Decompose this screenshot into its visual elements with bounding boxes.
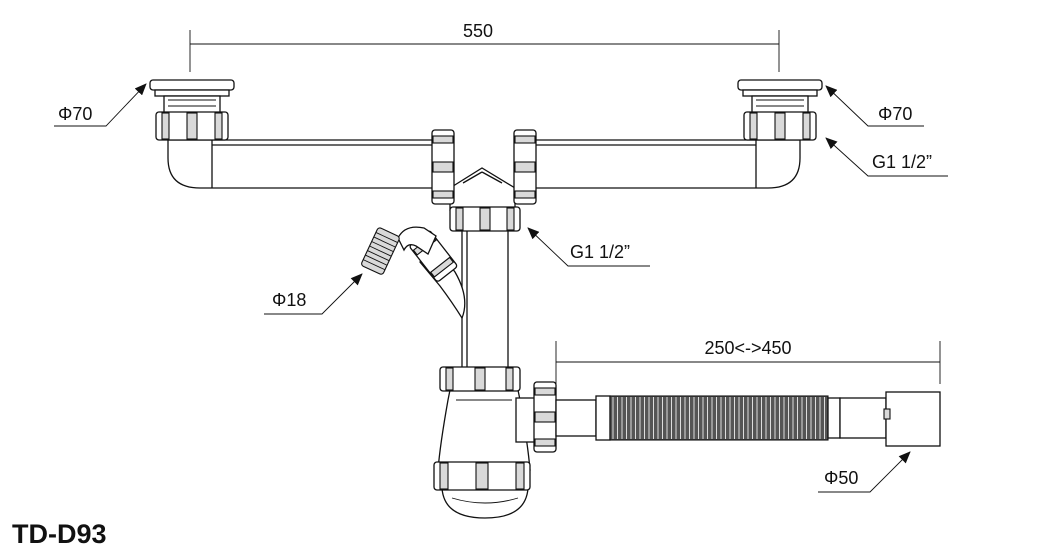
callout-hose-end-diameter-label: Φ50 (824, 468, 858, 488)
trap-bottom-nut (433, 461, 531, 491)
callout-right-nut-thread: G1 1/2” (825, 137, 948, 177)
model-name: TD-D93 (12, 519, 107, 549)
dimension-top-width: 550 (189, 21, 780, 72)
horizontal-collector-pipe (167, 139, 801, 189)
dimension-hose-length-label: 250<->450 (704, 338, 791, 358)
tee-left-nut (431, 129, 455, 205)
left-outlet-nut (155, 111, 229, 141)
callout-center-nut-thread-label: G1 1/2” (570, 242, 630, 262)
trap-outlet-nut (533, 381, 557, 453)
callout-right-nut-thread-label: G1 1/2” (872, 152, 932, 172)
callout-center-nut-thread: G1 1/2” (527, 227, 650, 267)
trap-top-nut (439, 366, 521, 392)
dimension-top-width-label: 550 (463, 21, 493, 41)
left-strainer-outlet (149, 79, 235, 141)
right-strainer-outlet (737, 79, 823, 141)
side-spout-inlet (361, 226, 466, 320)
callout-left-outlet-diameter-label: Φ70 (58, 104, 92, 124)
callout-side-spout-diameter-label: Φ18 (272, 290, 306, 310)
bottle-trap (433, 366, 557, 519)
callout-right-outlet-diameter: Φ70 (825, 85, 924, 127)
dimension-hose-length: 250<->450 (555, 338, 941, 384)
callout-right-outlet-diameter-label: Φ70 (878, 104, 912, 124)
standpipe-top-nut (449, 206, 521, 232)
tee-right-nut (513, 129, 537, 205)
right-outlet-nut (743, 111, 817, 141)
callout-left-outlet-diameter: Φ70 (54, 83, 147, 127)
flexible-outlet-hose (555, 391, 941, 447)
callout-hose-end-diameter: Φ50 (818, 451, 911, 493)
callout-side-spout-diameter: Φ18 (264, 273, 363, 315)
center-tee-fitting (431, 129, 537, 211)
vertical-standpipe (449, 206, 521, 371)
